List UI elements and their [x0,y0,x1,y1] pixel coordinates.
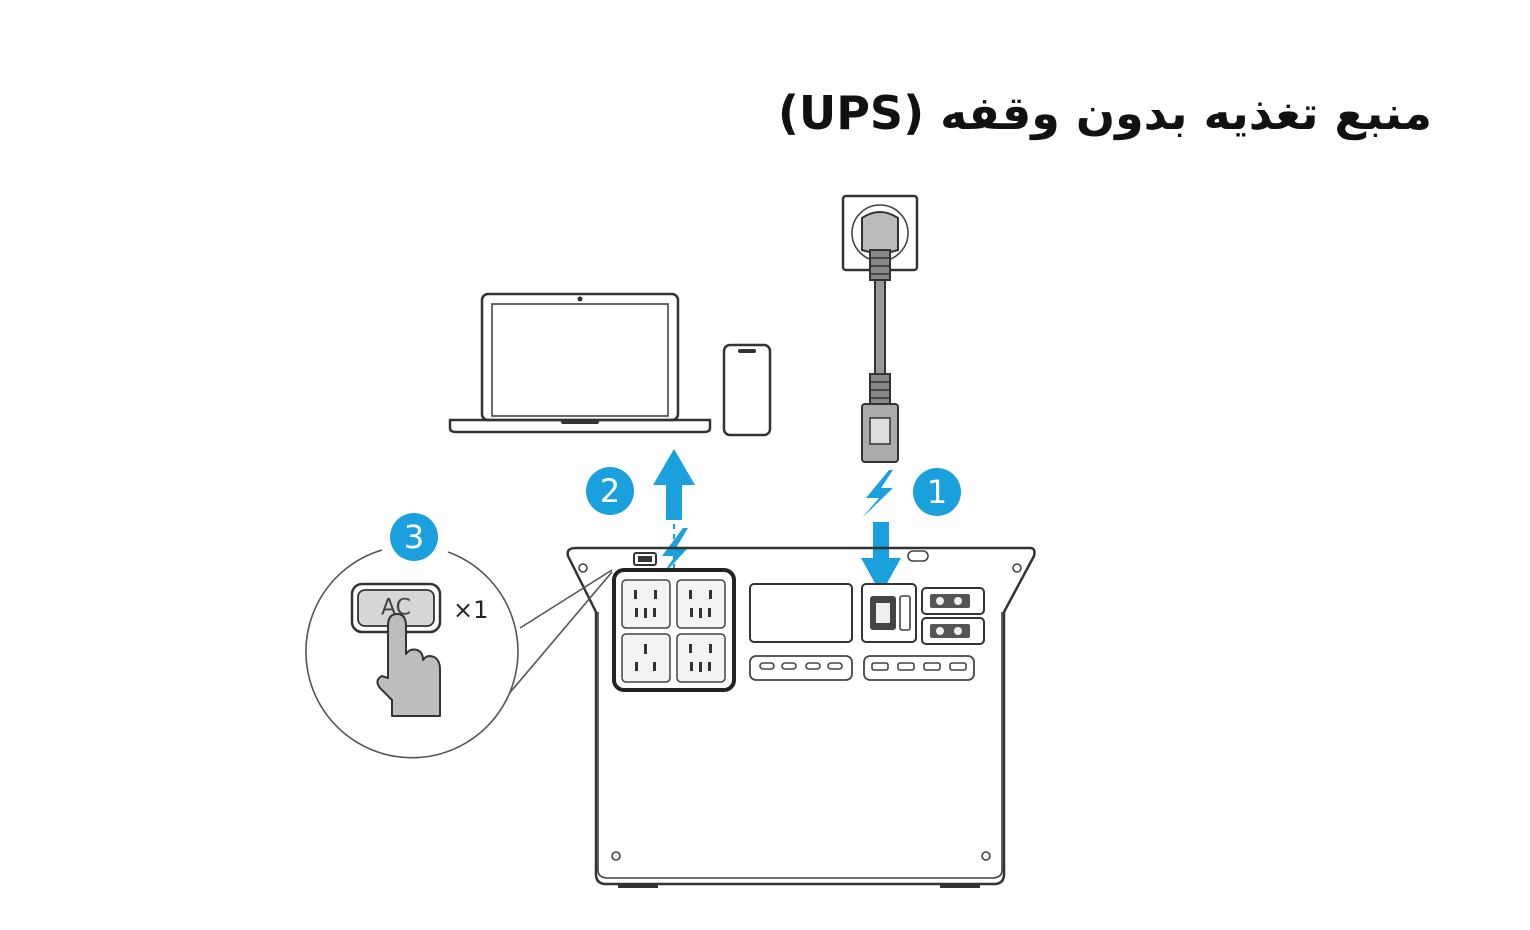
lightning-bolt-icon [862,470,893,518]
dc-port-icon [921,587,985,615]
laptop-icon [448,292,712,434]
lightning-bolt-icon [660,528,688,578]
finger-press-icon [376,613,441,717]
ac-input-port [861,583,917,643]
power-plug-icon [861,211,899,281]
ac-outlet-panel [612,568,736,692]
svg-text:1: 1 [927,473,947,511]
ac-power-button[interactable] [633,552,657,566]
zoom-callout [305,549,613,759]
output-arrow-icon [653,449,695,595]
phone-icon [722,343,772,437]
svg-text:3: 3 [404,518,424,556]
power-station [566,546,1036,888]
usb-port-group [749,655,853,681]
page-title: منبع تغذیه بدون وقفه (UPS) [777,86,1432,140]
svg-text:2: 2 [600,472,620,510]
usb-port-group [863,655,975,681]
step-2-badge: 2 [586,467,634,515]
press-count: ×1 [453,596,488,624]
iec-connector-icon [861,373,899,463]
input-arrow-icon [861,522,901,594]
dc-port-icon [921,617,985,645]
step-3-badge: 3 [390,513,438,561]
display-screen [749,583,853,643]
power-cable [874,279,886,377]
step-1-badge: 1 [913,468,961,516]
